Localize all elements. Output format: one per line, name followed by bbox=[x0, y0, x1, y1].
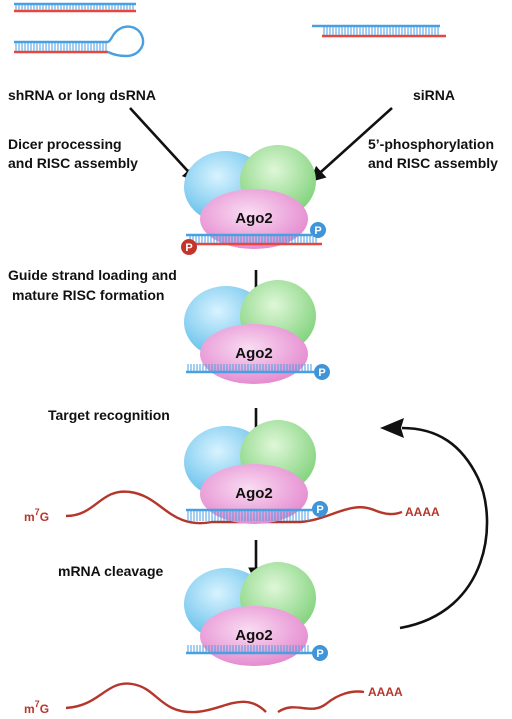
mrna-polya-1: AAAA bbox=[405, 505, 440, 519]
ago2-label-3: Ago2 bbox=[235, 485, 273, 502]
phosphate-guide-2: P bbox=[314, 364, 330, 380]
label-cleavage: mRNA cleavage bbox=[58, 563, 164, 579]
svg-text:P: P bbox=[316, 648, 323, 660]
svg-text:P: P bbox=[314, 225, 321, 237]
mrna-polya-2: AAAA bbox=[368, 685, 403, 699]
ago2-label-4: Ago2 bbox=[235, 627, 273, 644]
recycle-arrow bbox=[399, 426, 489, 630]
ago2-label-1: Ago2 bbox=[235, 210, 273, 227]
sirna-base-pairs bbox=[323, 27, 439, 35]
phosphate-guide-4: P bbox=[312, 645, 328, 661]
mrna-cap-2: m7G bbox=[24, 699, 49, 716]
label-phos-2: and RISC assembly bbox=[368, 155, 498, 171]
svg-text:P: P bbox=[185, 242, 192, 254]
shrna-base-pairs bbox=[15, 43, 107, 51]
risc-complex-target bbox=[184, 420, 316, 524]
risc-strands bbox=[186, 233, 322, 655]
sirna-duplex bbox=[312, 24, 446, 38]
arrow-phosphorylation bbox=[309, 107, 393, 183]
arrow-dicer bbox=[129, 107, 199, 183]
mrna-cap-1: m7G bbox=[24, 507, 49, 524]
risc-complex-loading bbox=[184, 145, 316, 249]
label-sirna: siRNA bbox=[413, 87, 455, 103]
hairpin-loop bbox=[107, 25, 145, 58]
label-target: Target recognition bbox=[48, 407, 170, 423]
label-guide-2: mature RISC formation bbox=[12, 287, 164, 303]
shrna-hairpin bbox=[14, 25, 145, 58]
label-guide-1: Guide strand loading and bbox=[8, 267, 177, 283]
label-phos-1: 5’-phosphorylation bbox=[368, 136, 494, 152]
label-dicer-1: Dicer processing bbox=[8, 136, 122, 152]
svg-text:P: P bbox=[318, 367, 325, 379]
label-shrna: shRNA or long dsRNA bbox=[8, 87, 156, 103]
phosphate-guide-1: P bbox=[310, 222, 326, 238]
recycle-arrow-head bbox=[380, 418, 404, 438]
mrna-3prime-fragment bbox=[277, 690, 365, 714]
phosphate-passenger: P bbox=[181, 239, 197, 255]
dsrna-base-pairs bbox=[15, 5, 134, 10]
ago2-label-2: Ago2 bbox=[235, 345, 273, 362]
label-dicer-2: and RISC assembly bbox=[8, 155, 138, 171]
mrna-target bbox=[65, 490, 403, 525]
phosphate-guide-3: P bbox=[312, 501, 328, 517]
mrna-5prime-fragment bbox=[65, 682, 267, 714]
svg-text:P: P bbox=[316, 504, 323, 516]
long-dsrna bbox=[14, 2, 136, 13]
